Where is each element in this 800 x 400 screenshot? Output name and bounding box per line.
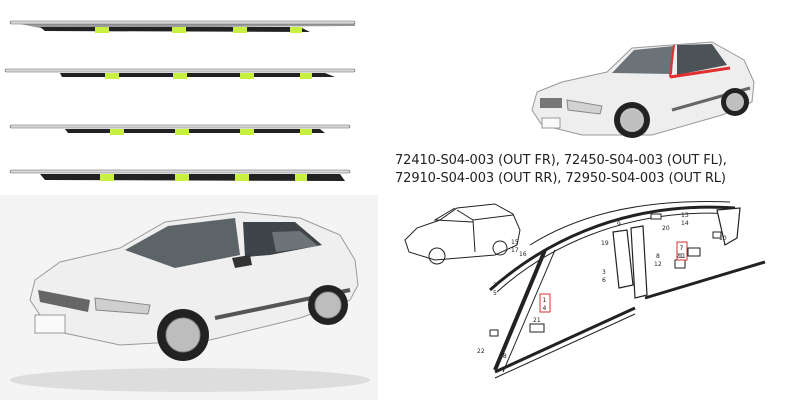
part-numbers-line-2: 72910-S04-003 (OUT RR), 72950-S04-003 (O… [395,171,726,186]
callout-12: 12 [654,261,662,268]
callout-2: 2 [493,282,497,289]
molding-strip-3 [9,124,351,135]
callout-18: 18 [499,353,507,360]
callout-6: 6 [602,277,606,284]
callout-1: 1 [543,297,547,304]
boxed-callouts: 1 4 7 11 [539,241,688,313]
callout-10: 10 [719,235,727,242]
car-photo-large [10,211,370,392]
callout-3: 3 [602,269,606,276]
callout-9: 9 [617,221,621,228]
callout-16: 16 [519,251,527,258]
callout-14: 14 [681,220,689,227]
callout-21-lower: 21 [533,317,541,324]
molding-strip-4 [9,169,351,181]
part-numbers-line-1: 72410-S04-003 (OUT FR), 72450-S04-003 (O… [395,153,727,168]
callout-22: 22 [477,348,485,355]
callout-7: 7 [680,245,684,252]
callout-labels: 15 17 16 19 3 6 8 12 9 20 13 14 10 21 2 … [477,212,727,360]
callout-21-upper: 21 [676,253,684,260]
line-art-car [404,203,521,265]
car-photo-small [531,41,755,138]
parts-diagram: 15 17 16 19 3 6 8 12 9 20 13 14 10 21 2 … [404,201,766,379]
callout-11: 11 [678,253,686,260]
callout-5: 5 [493,290,497,297]
callout-15: 15 [511,239,519,246]
callout-8: 8 [656,253,660,260]
callout-4: 4 [543,305,547,312]
callout-13: 13 [681,212,689,219]
molding-strip-1 [9,20,356,33]
callout-17: 17 [511,247,519,254]
callout-20: 20 [662,225,670,232]
callout-19: 19 [601,240,609,247]
molding-strip-2 [4,68,356,79]
